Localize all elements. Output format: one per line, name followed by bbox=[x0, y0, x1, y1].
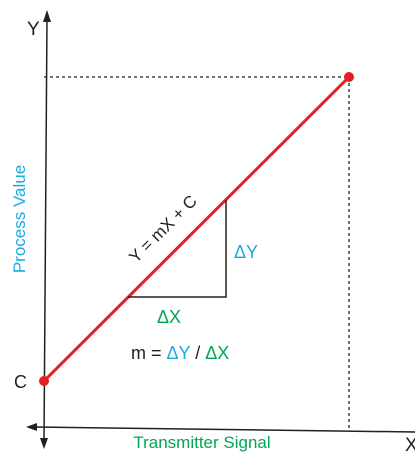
intercept-point bbox=[39, 376, 49, 386]
y-axis-arrowhead bbox=[43, 10, 51, 22]
x-axis-letter: X bbox=[405, 435, 415, 453]
x-axis-left-arrowhead bbox=[26, 423, 37, 431]
slope-formula: m = ΔY / ΔX bbox=[106, 343, 244, 363]
delta-y-label: ΔY bbox=[234, 242, 258, 262]
intercept-label: C bbox=[14, 372, 27, 392]
y-axis bbox=[40, 10, 51, 449]
slope-formula-prefix: m = bbox=[131, 343, 167, 363]
line-equation-label: Y = mX + C bbox=[125, 191, 200, 266]
x-axis-title: Transmitter Signal bbox=[133, 433, 270, 452]
slope-formula-separator: / bbox=[190, 343, 205, 363]
y-axis-letter: Y bbox=[27, 19, 40, 40]
delta-x-label: ΔX bbox=[157, 307, 181, 327]
slope-formula-denominator: ΔX bbox=[205, 343, 229, 363]
y-axis-title: Process Value bbox=[10, 165, 29, 273]
slope-triangle bbox=[128, 200, 227, 298]
x-axis bbox=[26, 423, 415, 433]
slope-formula-numerator: ΔY bbox=[167, 343, 191, 363]
linear-relation-line bbox=[42, 75, 351, 383]
end-point bbox=[344, 72, 354, 82]
y-axis-bottom-arrowhead bbox=[40, 438, 48, 449]
